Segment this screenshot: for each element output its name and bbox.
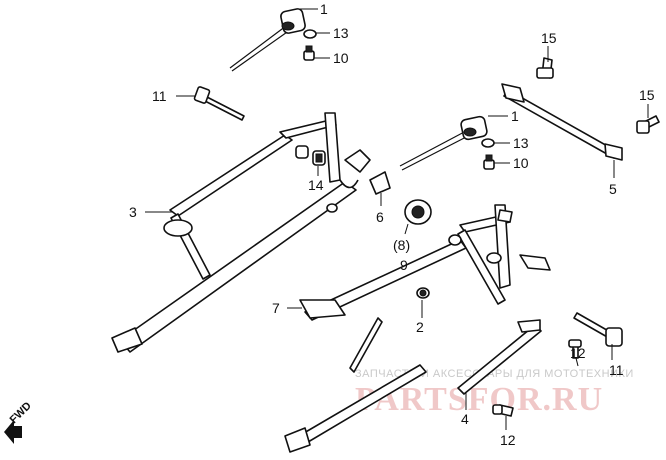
main-stand-3 bbox=[111, 112, 371, 353]
bolt-10-lower bbox=[483, 154, 495, 170]
bolt-12-right bbox=[568, 339, 582, 359]
callout-9: 9 bbox=[400, 257, 408, 273]
bolt-15-top bbox=[536, 57, 554, 79]
callout-6: 6 bbox=[376, 209, 384, 225]
callout-13-lower: 13 bbox=[513, 135, 529, 151]
bolt-11-right bbox=[573, 312, 623, 347]
spring-14 bbox=[312, 150, 326, 166]
callouts: 1 13 10 15 11 15 1 13 10 5 3 14 6 (8) 9 … bbox=[129, 1, 655, 448]
fwd-indicator: FWD bbox=[4, 400, 34, 444]
callout-12-lower: 12 bbox=[500, 432, 516, 448]
clip-13-upper bbox=[303, 29, 317, 39]
bolt-15-right bbox=[636, 115, 660, 134]
collar-2 bbox=[416, 287, 430, 299]
callout-10-lower: 10 bbox=[513, 155, 529, 171]
callout-2: 2 bbox=[416, 319, 424, 335]
clip-13-lower bbox=[481, 138, 495, 148]
callout-5: 5 bbox=[609, 181, 617, 197]
middle-parts bbox=[369, 171, 432, 299]
callout-11-left: 11 bbox=[152, 88, 167, 104]
callout-11-right: 11 bbox=[609, 362, 624, 378]
bolt-12-lower bbox=[492, 404, 514, 417]
bracket-6 bbox=[369, 171, 391, 195]
fwd-label: FWD bbox=[8, 400, 34, 426]
callout-10-upper: 10 bbox=[333, 50, 349, 66]
bolt-11-left bbox=[193, 86, 245, 121]
callout-3: 3 bbox=[129, 204, 137, 220]
callout-8: (8) bbox=[393, 237, 410, 253]
fwd-arrow-icon bbox=[4, 420, 22, 444]
left-stand-assembly bbox=[111, 8, 371, 353]
callout-4: 4 bbox=[461, 411, 469, 427]
right-stand-assembly bbox=[284, 57, 660, 453]
grip-rod-upper bbox=[229, 8, 306, 72]
stay-rod-5 bbox=[501, 83, 623, 161]
callout-15-top: 15 bbox=[541, 30, 557, 46]
spring-4 bbox=[457, 319, 542, 395]
callout-14: 14 bbox=[308, 177, 324, 193]
callout-15-right: 15 bbox=[639, 87, 655, 103]
bolt-10-upper bbox=[303, 45, 315, 61]
grip-rod-lower bbox=[399, 115, 488, 171]
side-stand-foot-tip bbox=[284, 427, 311, 453]
callout-1-upper: 1 bbox=[320, 1, 328, 17]
side-stand-7 bbox=[299, 204, 551, 373]
stopper-rubber-9 bbox=[404, 199, 432, 225]
callout-12-right: 12 bbox=[570, 345, 586, 361]
leader-lines bbox=[145, 8, 649, 430]
callout-13-upper: 13 bbox=[333, 25, 349, 41]
callout-7: 7 bbox=[272, 300, 280, 316]
callout-1-lower: 1 bbox=[511, 108, 519, 124]
